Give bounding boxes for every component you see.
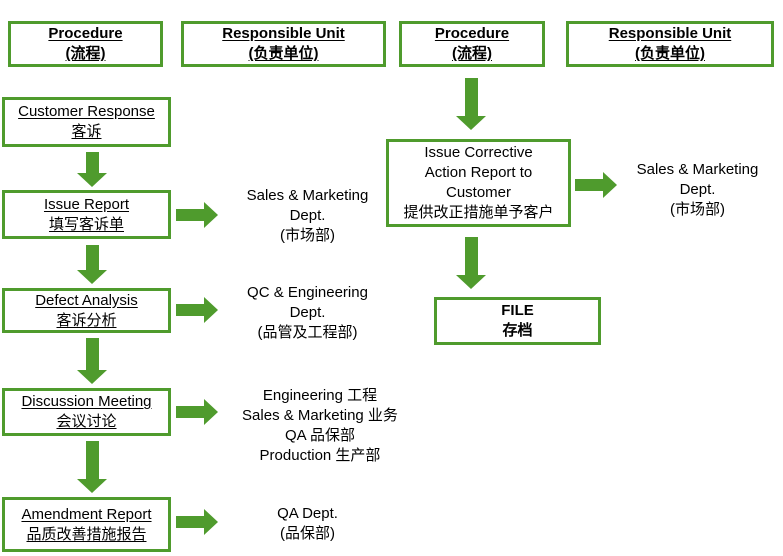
header-procedure-left: Procedure (流程) <box>8 21 163 67</box>
right-arrow <box>176 399 218 425</box>
step-discussion-meeting: Discussion Meeting 会议讨论 <box>2 388 171 436</box>
arrow-head <box>204 297 218 323</box>
file-text-zh: 存档 <box>502 322 533 339</box>
arrow-shaft <box>176 209 204 221</box>
step-text-zh: 客诉 <box>71 123 102 140</box>
arrow-head <box>77 173 107 187</box>
header-responsible-unit-right: Responsible Unit (负责单位) <box>566 21 774 67</box>
arrow-head <box>204 202 218 228</box>
resp-line: Engineering 工程 <box>262 387 378 404</box>
arrow-shaft <box>176 304 204 316</box>
right-arrow <box>176 509 218 535</box>
step-text-en: Discussion Meeting <box>21 393 152 410</box>
step-text-zh: 会议讨论 <box>56 413 117 430</box>
down-arrow <box>77 441 107 493</box>
step-text-zh: 客诉分析 <box>56 311 117 329</box>
header-text-zh: (负责单位) <box>248 45 319 62</box>
resp-line: Sales & Marketing <box>636 161 759 178</box>
responsible-sales-marketing-right: Sales & Marketing Dept. (市场部) <box>610 160 783 220</box>
header-text-en: Procedure <box>48 25 123 42</box>
responsible-meeting-members: Engineering 工程 Sales & Marketing 业务 QA 品… <box>210 386 430 466</box>
arrow-head <box>77 370 107 384</box>
arrow-shaft <box>464 237 478 275</box>
box-issue-corrective-report: Issue Corrective Action Report to Custom… <box>386 139 571 227</box>
header-text-en: Responsible Unit <box>222 25 345 42</box>
arrow-shaft <box>85 338 99 370</box>
arrow-head <box>456 116 486 130</box>
file-text-en: FILE <box>501 302 534 319</box>
resp-line: Dept. <box>289 304 326 321</box>
resp-line: (品管及工程部) <box>257 324 358 341</box>
right-arrow <box>575 172 617 198</box>
resp-line: (品保部) <box>280 525 335 542</box>
down-arrow <box>77 152 107 187</box>
box-file: FILE 存档 <box>434 297 601 345</box>
header-text-en: Procedure <box>434 25 510 42</box>
arrow-shaft <box>176 516 204 528</box>
down-arrow <box>456 78 486 130</box>
box-text-line: Customer <box>445 184 512 201</box>
step-issue-report: Issue Report 填写客诉单 <box>2 190 171 239</box>
step-customer-response: Customer Response 客诉 <box>2 97 171 147</box>
resp-line: Dept. <box>679 181 716 198</box>
resp-line: Sales & Marketing 业务 <box>242 407 398 424</box>
resp-line: QC & Engineering <box>247 284 368 301</box>
step-text-en: Customer Response <box>18 103 155 120</box>
resp-line: Dept. <box>289 207 326 224</box>
arrow-head <box>204 509 218 535</box>
responsible-qc-engineering: QC & Engineering Dept. (品管及工程部) <box>210 283 405 343</box>
arrow-shaft <box>85 441 99 479</box>
right-arrow <box>176 297 218 323</box>
arrow-shaft <box>85 152 99 173</box>
arrow-shaft <box>85 245 99 270</box>
step-text-en: Amendment Report <box>21 505 152 523</box>
arrow-head <box>456 275 486 289</box>
resp-line: (市场部) <box>280 227 335 244</box>
header-responsible-unit-left: Responsible Unit (负责单位) <box>181 21 386 67</box>
arrow-head <box>204 399 218 425</box>
down-arrow <box>77 338 107 384</box>
arrow-shaft <box>464 78 478 116</box>
down-arrow <box>77 245 107 284</box>
box-text-line: Issue Corrective <box>424 144 533 161</box>
arrow-shaft <box>575 179 603 191</box>
right-arrow <box>176 202 218 228</box>
responsible-qa: QA Dept. (品保部) <box>210 504 405 544</box>
header-text-zh: (流程) <box>452 45 492 62</box>
arrow-head <box>77 479 107 493</box>
step-text-zh: 品质改善措施报告 <box>26 525 147 543</box>
resp-line: Production 生产部 <box>259 447 381 464</box>
header-procedure-right: Procedure (流程) <box>399 21 545 67</box>
step-text-en: Issue Report <box>43 195 130 213</box>
arrow-shaft <box>176 406 204 418</box>
resp-line: QA 品保部 <box>284 427 355 444</box>
resp-line: QA Dept. <box>277 505 338 522</box>
step-text-en: Defect Analysis <box>35 291 138 309</box>
step-amendment-report: Amendment Report 品质改善措施报告 <box>2 497 171 552</box>
header-text-zh: (流程) <box>65 45 106 62</box>
down-arrow <box>456 237 486 289</box>
box-text-line: Action Report to <box>424 164 533 181</box>
arrow-head <box>77 270 107 284</box>
header-text-zh: (负责单位) <box>635 45 705 62</box>
header-text-en: Responsible Unit <box>608 25 732 42</box>
resp-line: (市场部) <box>670 201 725 218</box>
resp-line: Sales & Marketing <box>246 187 369 204</box>
step-text-zh: 填写客诉单 <box>48 215 124 233</box>
step-defect-analysis: Defect Analysis 客诉分析 <box>2 288 171 333</box>
box-text-line: 提供改正措施单予客户 <box>403 204 554 221</box>
arrow-head <box>603 172 617 198</box>
responsible-sales-marketing: Sales & Marketing Dept. (市场部) <box>210 186 405 246</box>
